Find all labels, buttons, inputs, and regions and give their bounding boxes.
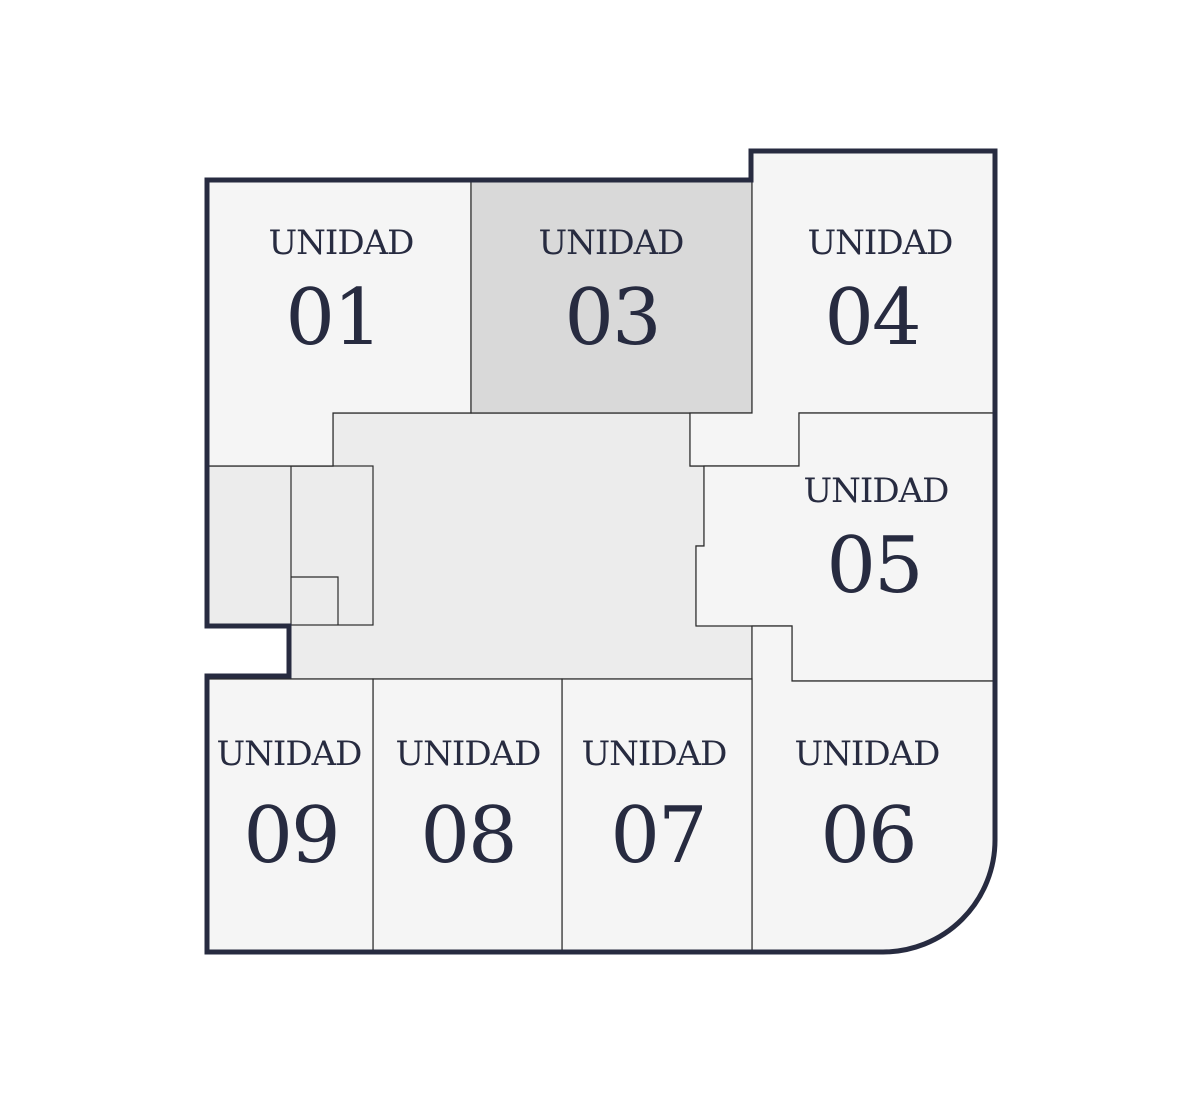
unit-05-number: 05 [826, 521, 921, 611]
unit-01-number: 01 [285, 273, 380, 363]
unit-08-word: UNIDAD [396, 734, 541, 774]
unit-08-number: 08 [420, 791, 515, 881]
unit-06-number: 06 [820, 791, 915, 881]
unit-09[interactable] [206, 678, 374, 953]
unit-01-word: UNIDAD [269, 223, 414, 263]
unit-04-number: 04 [824, 273, 919, 363]
unit-03-number: 03 [564, 273, 659, 363]
unit-07-word: UNIDAD [582, 734, 727, 774]
service-wall [291, 576, 339, 625]
unit-03-word: UNIDAD [539, 223, 684, 263]
building-outline [204, 148, 998, 955]
unit-09-word: UNIDAD [217, 734, 362, 774]
unit-06-word: UNIDAD [795, 734, 940, 774]
unit-09-number: 09 [243, 791, 338, 881]
unit-05-word: UNIDAD [804, 471, 949, 511]
unit-07-number: 07 [610, 791, 705, 881]
unit-08[interactable] [372, 678, 563, 953]
unit-07[interactable] [561, 678, 753, 953]
unit-04-word: UNIDAD [808, 223, 953, 263]
